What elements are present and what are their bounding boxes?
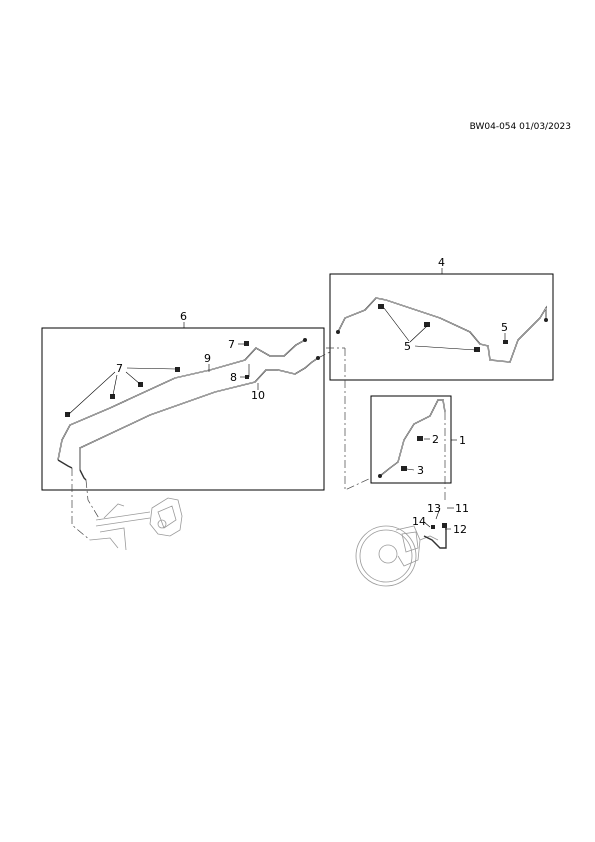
clips-group-4 xyxy=(336,304,548,352)
callout-1: 1 xyxy=(459,434,466,447)
brake-pipe-front xyxy=(57,339,319,481)
callout-12: 12 xyxy=(453,523,467,536)
callout-2: 2 xyxy=(432,433,439,446)
pipe-fitting xyxy=(378,474,382,478)
callout-5: 5 xyxy=(404,340,411,353)
connection-lines xyxy=(71,347,446,541)
pipe-clip xyxy=(138,382,143,387)
clips-group-1 xyxy=(378,436,423,478)
callout-labels: 4 6 1 2 3 5 5 7 7 8 9 10 11 12 13 14 xyxy=(116,256,508,536)
callout-7: 7 xyxy=(116,362,123,375)
clips-group-6 xyxy=(65,338,320,417)
pipe-clip xyxy=(474,347,480,352)
callout-9: 9 xyxy=(204,352,211,365)
brake-disc-caliper xyxy=(355,523,447,587)
pipe-clip xyxy=(503,340,508,344)
pipe-clip xyxy=(378,304,384,309)
callout-14: 14 xyxy=(412,515,426,528)
callout-5: 5 xyxy=(501,321,508,334)
callout-13: 13 xyxy=(427,502,441,515)
callout-8: 8 xyxy=(230,371,237,384)
group-frame-6 xyxy=(41,327,325,491)
diagram-reference: BW04-054 01/03/2023 xyxy=(469,122,571,132)
group-frame-1 xyxy=(370,395,452,484)
brake-pipe-caliper xyxy=(379,399,446,477)
pipe-clip xyxy=(442,523,447,528)
pipe-fitting xyxy=(303,338,307,342)
abs-hydraulic-unit xyxy=(89,497,183,551)
pipe-fitting xyxy=(336,330,340,334)
leader-lines xyxy=(68,268,506,530)
pipe-fitting xyxy=(544,318,548,322)
brake-pipe-rear xyxy=(337,297,547,363)
callout-7: 7 xyxy=(228,338,235,351)
pipe-fitting xyxy=(316,356,320,360)
pipe-clip xyxy=(245,375,249,379)
callout-4: 4 xyxy=(438,256,445,269)
pipe-clip xyxy=(175,367,180,372)
callout-10: 10 xyxy=(251,389,265,402)
group-frame-4 xyxy=(329,273,554,381)
pipe-clip xyxy=(417,436,423,441)
callout-11: 11 xyxy=(455,502,469,515)
pipe-clip xyxy=(244,341,249,346)
pipe-clip xyxy=(424,322,430,327)
pipe-clip xyxy=(110,394,115,399)
callout-6: 6 xyxy=(180,310,187,323)
pipe-clip xyxy=(431,525,435,529)
pipe-clip xyxy=(401,466,407,471)
pipe-clip xyxy=(65,412,70,417)
callout-3: 3 xyxy=(417,464,424,477)
